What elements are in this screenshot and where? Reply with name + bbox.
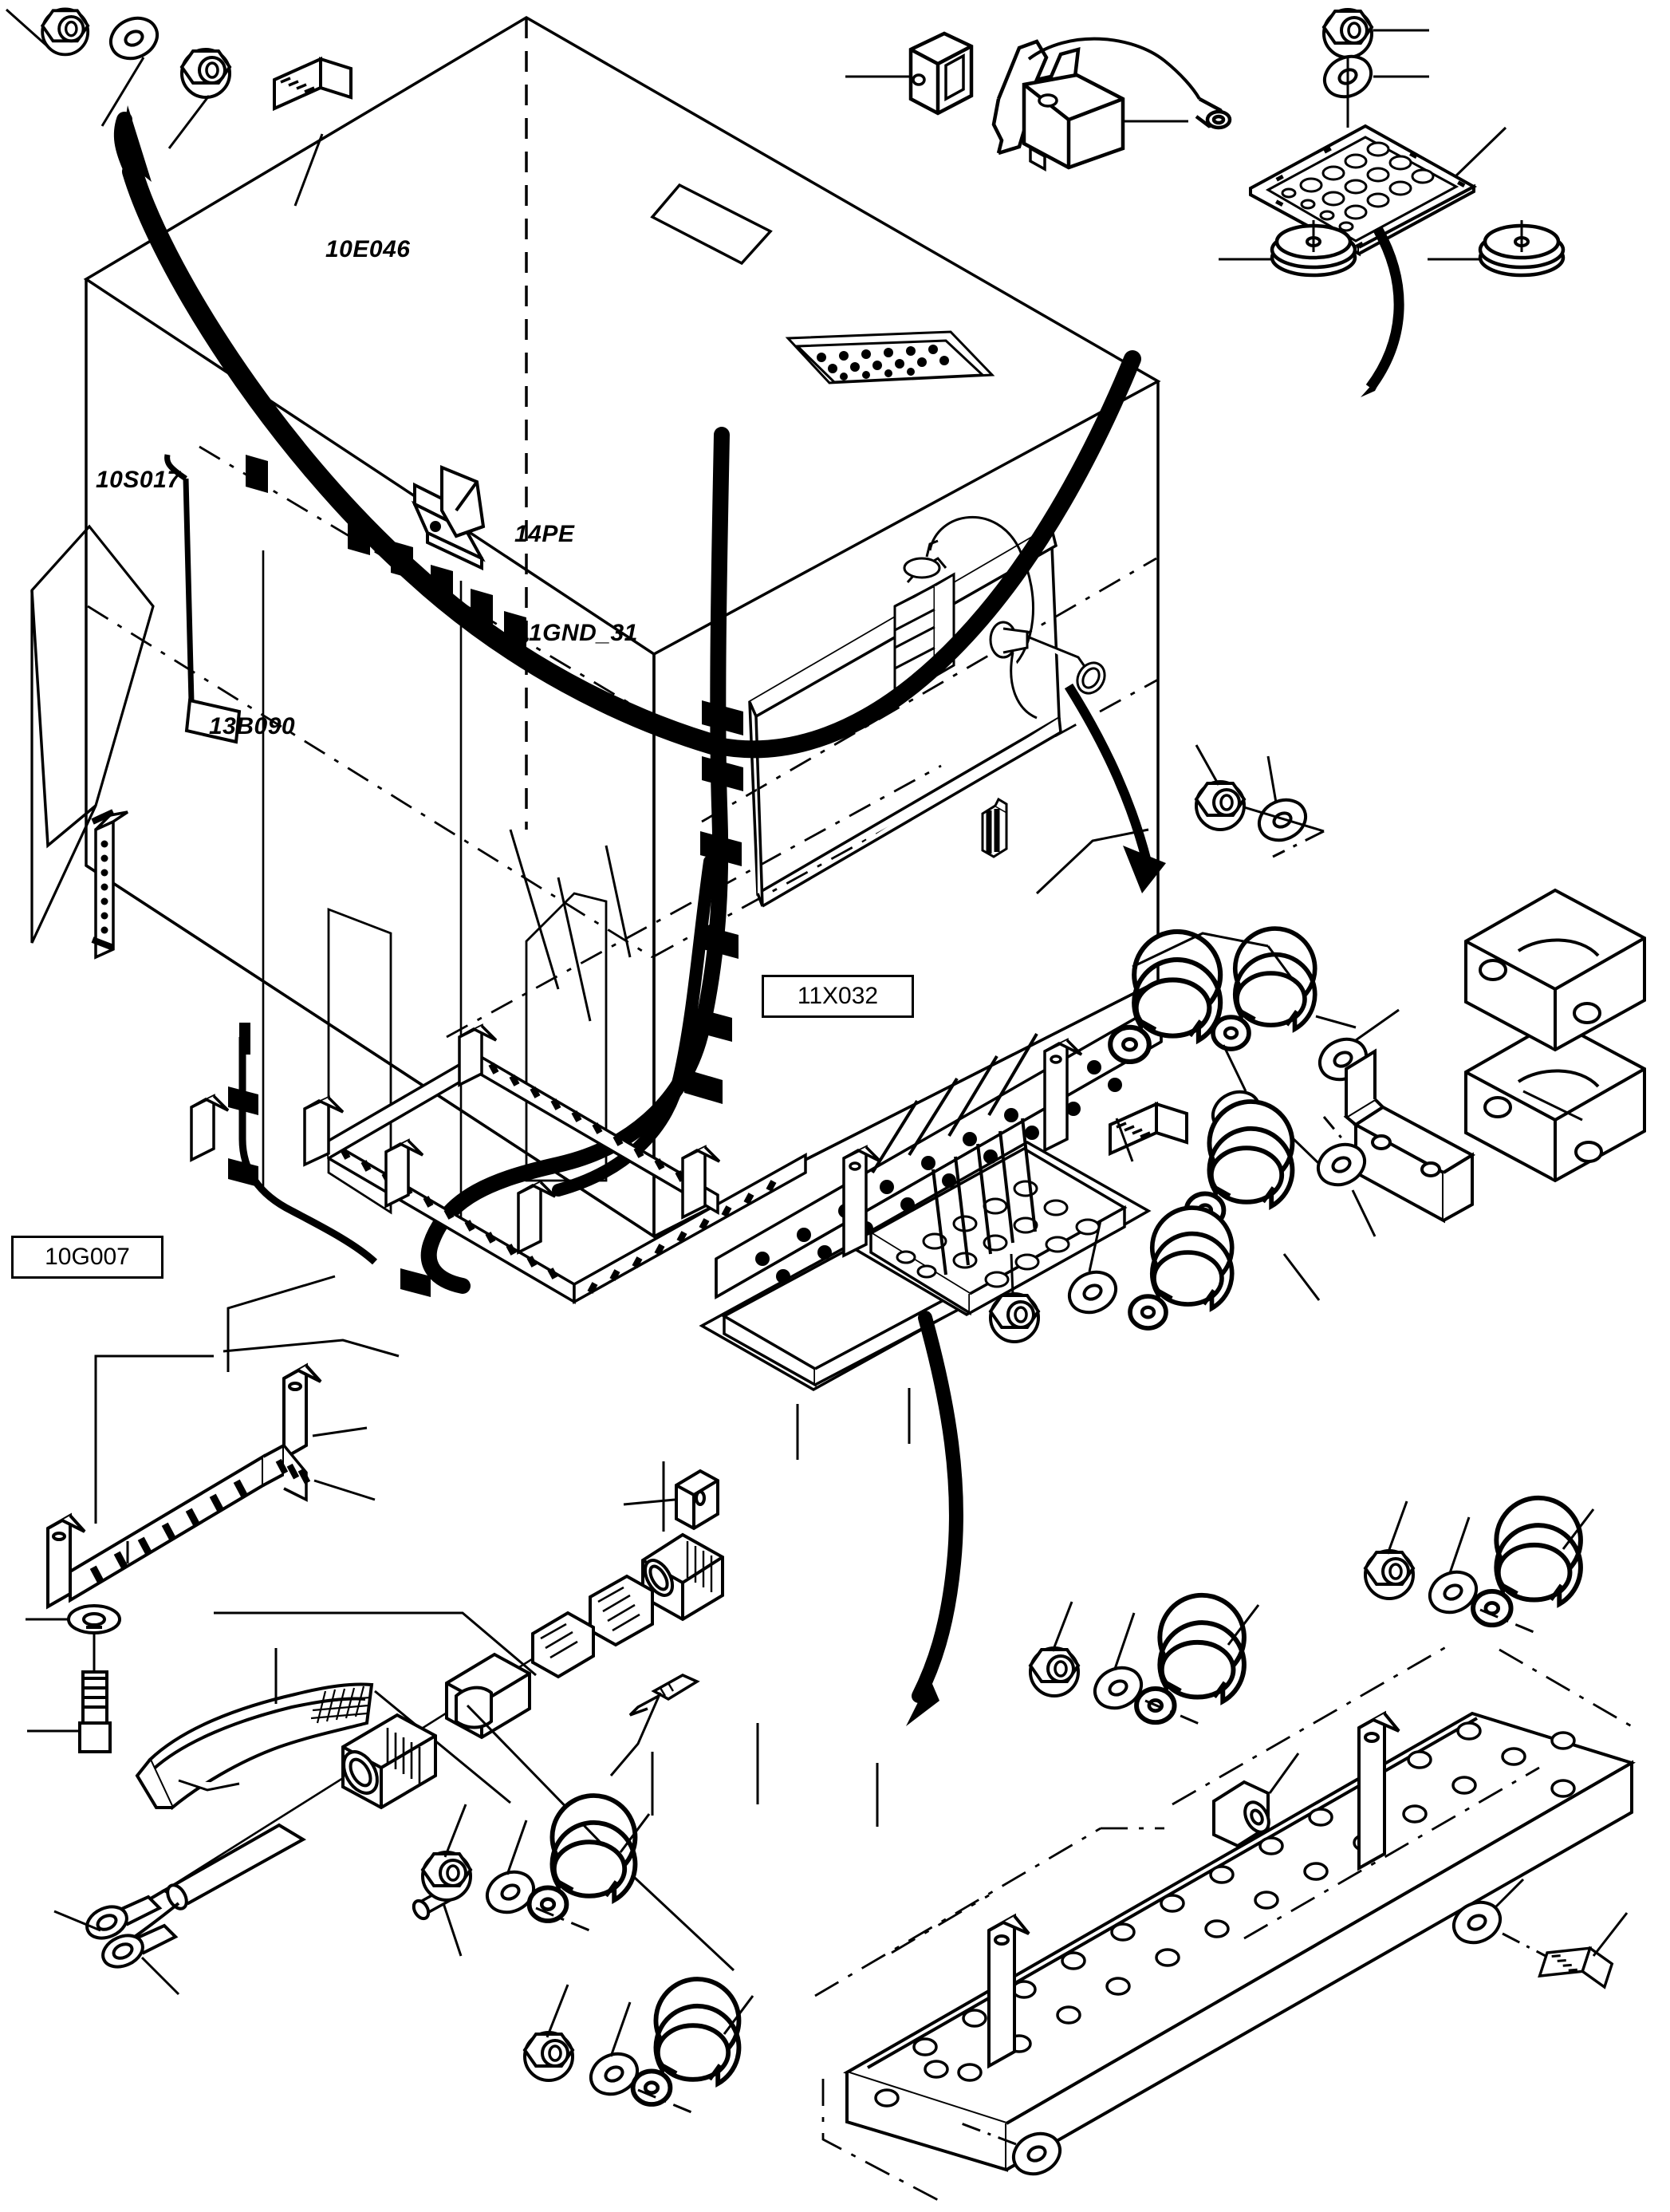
rail-clamp-group-right <box>1364 1498 1595 1635</box>
label-14pe: 14PE <box>514 521 575 547</box>
fastener-stack-top-left <box>6 7 353 207</box>
label-13b090: 13B090 <box>209 713 296 739</box>
spacer-bush <box>1212 1780 1270 1848</box>
right-clamp-group <box>989 744 1646 1343</box>
terminal-strip-10s017 <box>91 809 128 960</box>
split-block-clamp-lower <box>1464 1019 1646 1183</box>
gland-connector-assembly <box>85 1469 724 1969</box>
rail-clamp-group-mid <box>1029 1595 1300 1848</box>
sense-cable-and-tag <box>164 454 195 703</box>
grommet-left <box>1219 220 1355 275</box>
top-rail-tie-blocks <box>246 455 526 649</box>
cable-13b090-ties <box>228 1023 431 1297</box>
cable-arrow-top <box>120 105 152 182</box>
label-box-11x032: 11X032 <box>762 975 914 1018</box>
floor-entry-plates <box>699 1140 1152 1392</box>
label-10s017: 10S017 <box>96 467 181 493</box>
label-10e046: 10E046 <box>325 236 411 262</box>
rail-bolt-group <box>1445 1878 1629 1998</box>
switch-and-relay <box>845 31 1232 172</box>
secondary-cable-run <box>420 427 730 1294</box>
misc-leaders <box>94 828 1149 1827</box>
cable-13b090 <box>238 1037 378 1265</box>
label-box-10g007: 10G007 <box>11 1236 163 1279</box>
device-10e046 <box>411 465 486 571</box>
support-bar-leaders <box>126 1339 400 1563</box>
rail-clamp-group-left <box>523 1979 754 2115</box>
grommet-right <box>1428 220 1563 275</box>
rubber-strap-handle <box>135 1682 374 1811</box>
support-bar-group <box>46 1362 322 1610</box>
mounting-rail <box>814 1643 1640 2203</box>
cable-ladder-tray <box>190 1023 807 1305</box>
rail-clamp-group-mid-left <box>421 1796 651 1934</box>
leader-lines <box>6 8 324 207</box>
label-111gnd-31: 111GND_31 <box>505 620 638 646</box>
angle-bracket <box>1343 1048 1476 1224</box>
rail-lower-washer <box>956 2120 1069 2183</box>
support-bar-fasteners <box>26 1604 121 1753</box>
bold-cable-to-rail <box>912 1311 963 1703</box>
cabinet-back-panel <box>748 516 1106 908</box>
assembly-flow-arrow <box>1064 683 1166 893</box>
cable-tie-blocks <box>684 700 743 1104</box>
split-block-clamp-upper <box>1464 888 1646 1052</box>
cable-tag <box>184 698 242 744</box>
